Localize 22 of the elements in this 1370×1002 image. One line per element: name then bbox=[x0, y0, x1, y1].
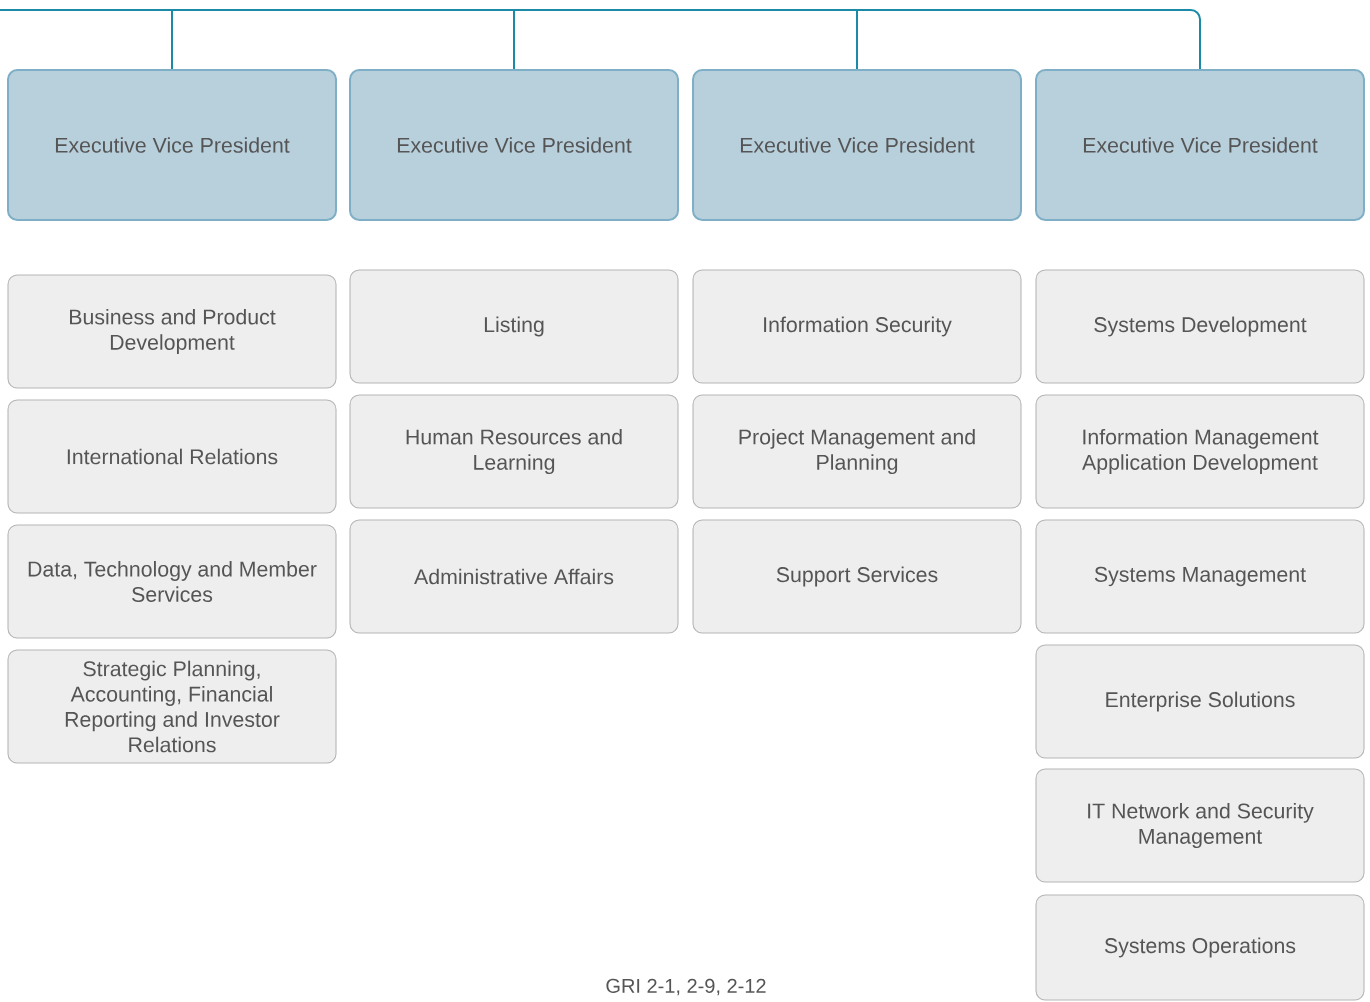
department-box: Listing bbox=[349, 269, 679, 384]
executive-box: Executive Vice President bbox=[349, 69, 679, 221]
department-box: Project Management and Planning bbox=[692, 394, 1022, 509]
department-box: Data, Technology and Member Services bbox=[7, 524, 337, 639]
department-box: Information Management Application Development bbox=[1035, 394, 1365, 509]
department-box: IT Network and Security Management bbox=[1035, 768, 1365, 883]
executive-box: Executive Vice President bbox=[7, 69, 337, 221]
department-box: International Relations bbox=[7, 399, 337, 514]
department-box: Administrative Affairs bbox=[349, 519, 679, 634]
department-box: Business and Product Development bbox=[7, 274, 337, 389]
executive-box: Executive Vice President bbox=[1035, 69, 1365, 221]
executive-box: Executive Vice President bbox=[692, 69, 1022, 221]
department-box: Enterprise Solutions bbox=[1035, 644, 1365, 759]
department-box: Systems Operations bbox=[1035, 894, 1365, 1001]
footnote-label: GRI 2-1, 2-9, 2-12 bbox=[606, 978, 766, 996]
department-box: Systems Development bbox=[1035, 269, 1365, 384]
department-box: Information Security bbox=[692, 269, 1022, 384]
department-box: Human Resources and Learning bbox=[349, 394, 679, 509]
department-box: Systems Management bbox=[1035, 519, 1365, 634]
department-box: Strategic Planning, Accounting, Financial Reporting and Investor Relations bbox=[7, 649, 337, 764]
connector-line bbox=[0, 9, 1201, 70]
department-box: Support Services bbox=[692, 519, 1022, 634]
